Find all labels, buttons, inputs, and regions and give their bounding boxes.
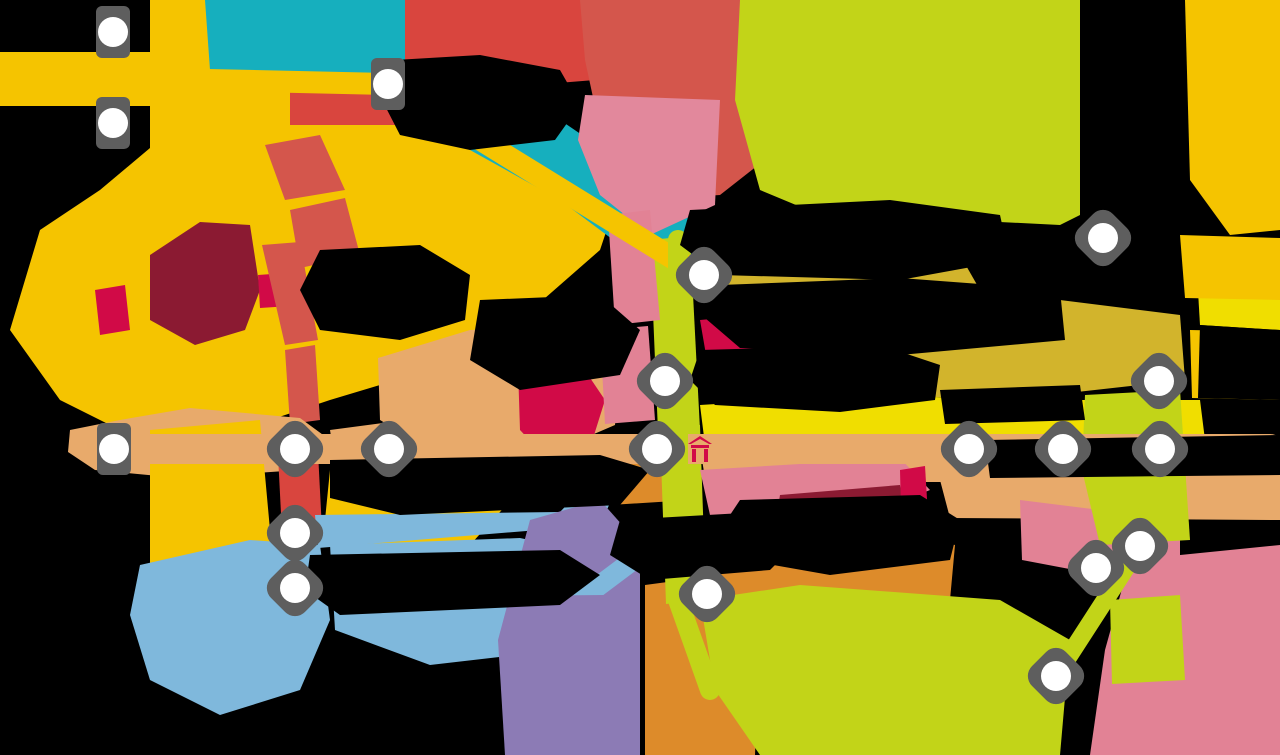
station-marker-st-06[interactable] (631, 347, 699, 415)
station-marker-st-07[interactable] (1125, 347, 1193, 415)
station-dot-icon (954, 434, 984, 464)
station-dot-icon (642, 434, 672, 464)
redacted-label (1085, 0, 1185, 230)
station-marker-st-10[interactable] (355, 415, 423, 483)
station-dot-icon (1125, 531, 1155, 561)
redacted-label (330, 455, 650, 515)
station-marker-st-13[interactable] (1029, 415, 1097, 483)
station-marker-st-18[interactable] (673, 560, 741, 628)
route-lime-east (1047, 372, 1169, 685)
station-dot-icon (689, 260, 719, 290)
redacted-label (610, 512, 800, 580)
station-marker-st-15[interactable] (261, 499, 329, 567)
station-marker-st-17[interactable] (261, 554, 329, 622)
station-marker-st-08[interactable] (86, 421, 142, 477)
station-dot-icon (98, 108, 128, 138)
region-gold-e (1180, 235, 1280, 300)
region-rose-n (578, 95, 720, 235)
station-dot-icon (692, 579, 722, 609)
shrine-icon[interactable] (682, 430, 718, 466)
station-dot-icon (280, 573, 310, 603)
station-dot-icon (99, 434, 129, 464)
redacted-label (940, 385, 1085, 424)
region-crimson-w (95, 285, 130, 335)
region-lime-se2 (1110, 595, 1185, 684)
station-dot-icon (1048, 434, 1078, 464)
station-dot-icon (650, 366, 680, 396)
station-dot-icon (1145, 434, 1175, 464)
station-dot-icon (280, 434, 310, 464)
station-marker-st-19[interactable] (1062, 534, 1130, 602)
region-red-bar1 (265, 135, 345, 200)
station-marker-st-20[interactable] (1022, 642, 1090, 710)
redacted-label (705, 278, 1065, 355)
station-marker-st-12[interactable] (935, 415, 1003, 483)
region-yellow-e (1185, 0, 1280, 235)
redacted-label (470, 295, 640, 390)
redacted-label (680, 200, 1010, 280)
station-marker-st-02[interactable] (85, 95, 141, 151)
redacted-label (305, 550, 600, 615)
station-dot-icon (1081, 553, 1111, 583)
station-dot-icon (1041, 661, 1071, 691)
station-dot-icon (373, 69, 403, 99)
station-marker-st-05[interactable] (1069, 204, 1137, 272)
redacted-label (300, 245, 470, 340)
station-dot-icon (1088, 223, 1118, 253)
station-marker-st-04[interactable] (670, 241, 738, 309)
station-dot-icon (1144, 366, 1174, 396)
station-dot-icon (280, 518, 310, 548)
redacted-label (690, 345, 940, 412)
region-red-diag (262, 242, 318, 345)
region-red-diag2 (285, 345, 320, 424)
redacted-labels-layer (300, 0, 1280, 615)
region-teal-n (205, 0, 405, 88)
region-lime-ne (735, 0, 1080, 225)
station-dot-icon (374, 434, 404, 464)
redacted-label (382, 55, 580, 150)
region-maroon-w (150, 222, 260, 345)
station-marker-st-14[interactable] (1126, 415, 1194, 483)
station-marker-st-11[interactable] (623, 415, 691, 483)
region-lime-s2 (700, 585, 1070, 755)
redacted-label (1198, 325, 1280, 400)
station-marker-st-03[interactable] (360, 56, 416, 112)
station-marker-st-16[interactable] (1106, 512, 1174, 580)
region-pink-se (1090, 545, 1280, 755)
station-dot-icon (98, 17, 128, 47)
station-marker-st-09[interactable] (261, 415, 329, 483)
station-marker-st-01[interactable] (85, 4, 141, 60)
